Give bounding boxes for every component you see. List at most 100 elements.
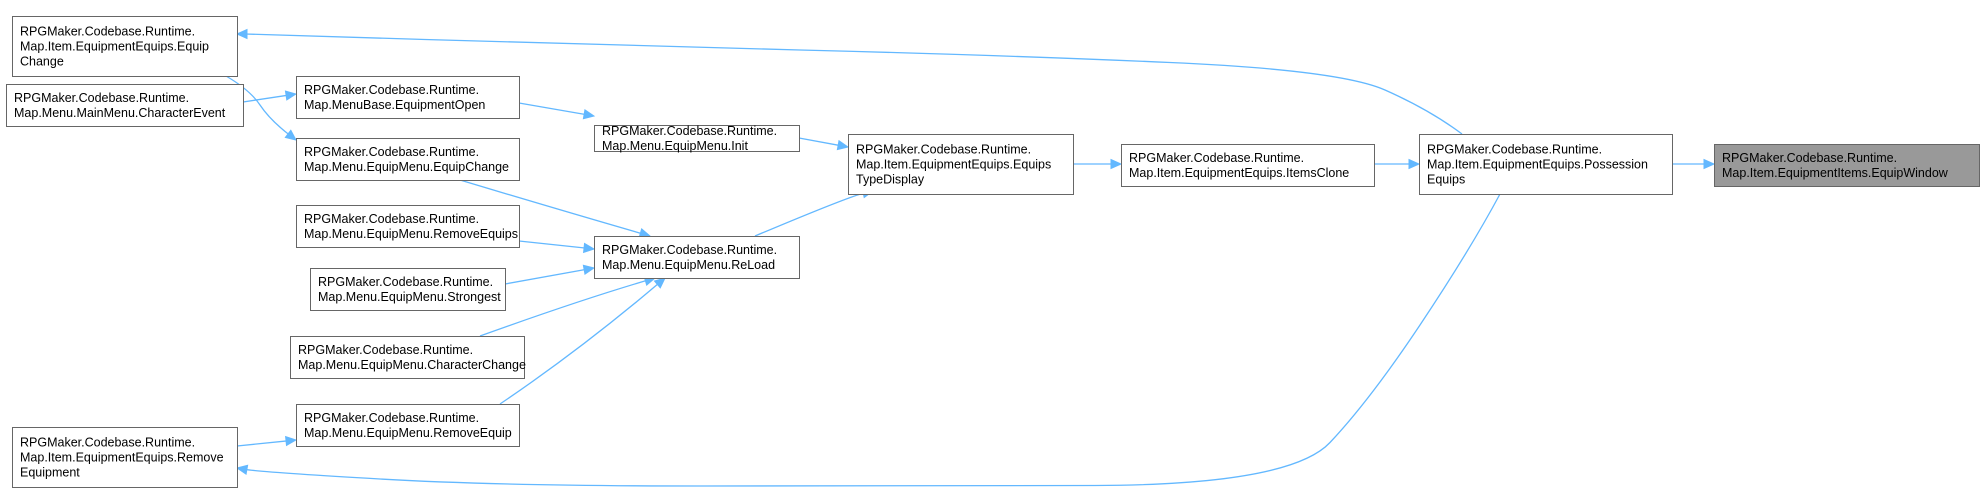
edge-line: [518, 240, 587, 249]
node-box: [1419, 134, 1673, 195]
node-label-line: Map.Menu.EquipMenu.ReLoad: [602, 258, 775, 272]
edge-itemsclone-to-possession: [1374, 158, 1421, 170]
node-label-line: RPGMaker.Codebase.Runtime.: [1129, 151, 1304, 165]
edge-line: [518, 102, 587, 116]
node-removeequips[interactable]: RPGMaker.Codebase.Runtime.Map.Menu.Equip…: [296, 205, 520, 248]
arrowhead: [582, 242, 596, 254]
edge-line: [242, 94, 289, 103]
node-label-line: Equips: [1427, 173, 1465, 187]
node-box: [594, 125, 800, 152]
node-label-line: RPGMaker.Codebase.Runtime.: [1722, 151, 1897, 165]
node-label-line: RPGMaker.Codebase.Runtime.: [304, 212, 479, 226]
node-equipopen[interactable]: RPGMaker.Codebase.Runtime.Map.MenuBase.E…: [296, 76, 520, 119]
edge-line: [459, 179, 643, 235]
node-box: [296, 138, 520, 181]
node-label-line: Map.Item.EquipmentEquips.ItemsClone: [1129, 166, 1349, 180]
edge-removeequip-to-reload: [499, 277, 666, 405]
node-itemsclone[interactable]: RPGMaker.Codebase.Runtime.Map.Item.Equip…: [1121, 144, 1375, 187]
edge-equipchange_equips-to-possession: [235, 28, 1463, 135]
arrowhead: [284, 129, 297, 141]
node-label-line: RPGMaker.Codebase.Runtime.: [304, 83, 479, 97]
edge-line: [479, 279, 648, 337]
edge-line: [236, 440, 289, 447]
node-label-line: Equipment: [20, 466, 80, 480]
node-label-line: Map.Menu.EquipMenu.Strongest: [318, 290, 501, 304]
node-label-line: Map.Item.EquipmentEquips.Equip: [20, 40, 209, 54]
arrowhead: [235, 28, 248, 40]
node-reload[interactable]: RPGMaker.Codebase.Runtime.Map.Menu.Equip…: [594, 236, 800, 279]
node-equipwindow[interactable]: RPGMaker.Codebase.Runtime.Map.Item.Equip…: [1714, 144, 1980, 187]
arrowhead: [285, 435, 298, 447]
node-box: [290, 336, 525, 379]
node-label-line: RPGMaker.Codebase.Runtime.: [856, 143, 1031, 157]
arrowhead: [582, 109, 596, 120]
node-label-line: RPGMaker.Codebase.Runtime.: [304, 145, 479, 159]
node-box: [1714, 144, 1980, 187]
node-init[interactable]: RPGMaker.Codebase.Runtime.Map.Menu.Equip…: [594, 124, 800, 153]
edge-line: [504, 268, 587, 285]
node-box: [594, 236, 800, 279]
edge-line: [499, 282, 660, 405]
edge-equipopen-to-init: [518, 102, 596, 120]
edge-equipchange_menu-to-reload: [459, 179, 652, 239]
node-label-line: Change: [20, 55, 64, 69]
arrowhead: [235, 464, 249, 475]
node-label-line: Map.Menu.MainMenu.CharacterEvent: [14, 106, 226, 120]
edge-strongest-to-reload: [504, 264, 596, 285]
node-label-line: Map.Menu.EquipMenu.EquipChange: [304, 160, 509, 174]
nodes-layer: RPGMaker.Codebase.Runtime.Map.Item.Equip…: [6, 16, 1980, 488]
node-label-line: Map.Menu.EquipMenu.Init: [602, 139, 748, 153]
arrowhead: [1110, 158, 1123, 170]
edge-removeequipment-to-possession: [235, 193, 1501, 487]
node-box: [1121, 144, 1375, 187]
edge-line: [754, 192, 866, 237]
node-equipchange-equips[interactable]: RPGMaker.Codebase.Runtime.Map.Item.Equip…: [12, 16, 238, 77]
edge-reload-to-typedisplay: [754, 188, 875, 237]
node-label-line: RPGMaker.Codebase.Runtime.: [20, 25, 195, 39]
node-box: [6, 84, 244, 127]
node-typedisplay[interactable]: RPGMaker.Codebase.Runtime.Map.Item.Equip…: [848, 134, 1074, 195]
node-box: [296, 76, 520, 119]
arrowhead: [1408, 158, 1421, 170]
node-removeequip[interactable]: RPGMaker.Codebase.Runtime.Map.Menu.Equip…: [296, 404, 520, 447]
node-label-line: RPGMaker.Codebase.Runtime.: [304, 411, 479, 425]
edge-line: [244, 193, 1501, 487]
arrowhead: [582, 264, 596, 276]
arrowhead: [653, 277, 666, 289]
edge-possession-to-equipwindow: [1672, 158, 1716, 170]
node-label-line: Map.MenuBase.EquipmentOpen: [304, 98, 485, 112]
node-label-line: RPGMaker.Codebase.Runtime.: [20, 436, 195, 450]
edge-characterchange-to-reload: [479, 275, 657, 337]
node-characterevent[interactable]: RPGMaker.Codebase.Runtime.Map.Menu.MainM…: [6, 84, 244, 127]
edge-init-to-typedisplay: [798, 137, 850, 151]
node-box: [296, 404, 520, 447]
edge-removeequipment-to-removeequip: [236, 435, 298, 447]
node-strongest[interactable]: RPGMaker.Codebase.Runtime.Map.Menu.Equip…: [310, 268, 506, 311]
node-label-line: RPGMaker.Codebase.Runtime.: [298, 343, 473, 357]
node-label-line: Map.Item.EquipmentEquips.Remove: [20, 451, 224, 465]
node-label-line: RPGMaker.Codebase.Runtime.: [602, 243, 777, 257]
node-characterchange[interactable]: RPGMaker.Codebase.Runtime.Map.Menu.Equip…: [290, 336, 526, 379]
node-box: [310, 268, 506, 311]
node-equipchange-menu[interactable]: RPGMaker.Codebase.Runtime.Map.Menu.Equip…: [296, 138, 520, 181]
node-label-line: Map.Menu.EquipMenu.CharacterChange: [298, 358, 526, 372]
node-label-line: Map.Menu.EquipMenu.RemoveEquip: [304, 426, 512, 440]
node-label-line: RPGMaker.Codebase.Runtime.: [1427, 143, 1602, 157]
node-label-line: Map.Item.EquipmentItems.EquipWindow: [1722, 166, 1949, 180]
node-label-line: RPGMaker.Codebase.Runtime.: [318, 275, 493, 289]
edge-line: [244, 33, 1463, 135]
node-possession[interactable]: RPGMaker.Codebase.Runtime.Map.Item.Equip…: [1419, 134, 1673, 195]
node-label-line: RPGMaker.Codebase.Runtime.: [14, 91, 189, 105]
edge-characterevent-to-equipopen: [242, 90, 298, 103]
arrowhead: [836, 139, 850, 151]
node-box: [12, 16, 238, 77]
node-label-line: Map.Menu.EquipMenu.RemoveEquips: [304, 227, 518, 241]
arrowhead: [284, 90, 298, 101]
node-removeequipment[interactable]: RPGMaker.Codebase.Runtime.Map.Item.Equip…: [12, 427, 238, 488]
node-label-line: TypeDisplay: [856, 173, 925, 187]
node-label-line: RPGMaker.Codebase.Runtime.: [602, 124, 777, 138]
node-label-line: Map.Item.EquipmentEquips.Possession: [1427, 158, 1648, 172]
node-box: [12, 427, 238, 488]
node-box: [296, 205, 520, 248]
